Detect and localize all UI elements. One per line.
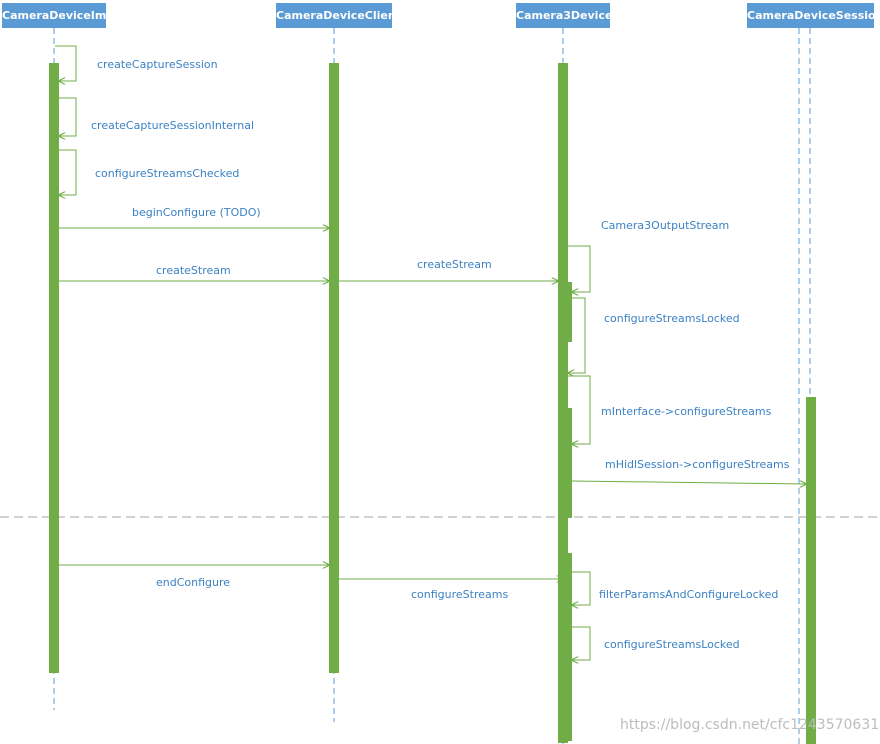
arrow-self-filter-params bbox=[572, 571, 591, 605]
watermark-text: https://blog.csdn.net/cfc1243570631 bbox=[620, 717, 880, 733]
activation-client bbox=[329, 63, 339, 673]
label-configure-streams-locked-1: configureStreamsLocked bbox=[604, 312, 740, 325]
label-end-configure: endConfigure bbox=[156, 576, 231, 589]
activation-device-nested-3 bbox=[563, 553, 572, 741]
label-minterface-configure-streams: mInterface->configureStreams bbox=[601, 405, 772, 418]
arrow-self-minterface-configure-streams bbox=[568, 375, 591, 444]
label-configure-streams-locked-2: configureStreamsLocked bbox=[604, 638, 740, 651]
arrow-self-configure-streams-checked bbox=[59, 149, 77, 195]
participant-camera-device-client: CameraDeviceClient bbox=[276, 3, 401, 28]
message-arrows bbox=[55, 45, 806, 660]
label-camera3-output-stream: Camera3OutputStream bbox=[601, 219, 730, 232]
arrow-self-configure-streams-locked-2 bbox=[572, 626, 591, 660]
label-configure-streams: configureStreams bbox=[411, 588, 509, 601]
activation-device-nested-1 bbox=[563, 282, 572, 342]
arrow-self-create-capture-session bbox=[55, 45, 77, 81]
label-begin-configure: beginConfigure (TODO) bbox=[132, 206, 261, 219]
arrow-self-create-capture-session-internal bbox=[59, 97, 77, 136]
participant-camera-device-impl: CameraDeviceImpl bbox=[2, 3, 118, 28]
label-create-stream-1: createStream bbox=[156, 264, 231, 277]
participant-camera3-device: Camera3Device bbox=[516, 3, 612, 28]
activation-device bbox=[558, 63, 568, 743]
participant-camera-device-session: CameraDeviceSession bbox=[747, 3, 880, 28]
label-create-capture-session-internal: createCaptureSessionInternal bbox=[91, 119, 255, 132]
label-configure-streams-checked: configureStreamsChecked bbox=[95, 167, 240, 180]
activation-device-nested-2 bbox=[563, 408, 572, 518]
arrow-self-configure-streams-locked-1 bbox=[568, 297, 586, 373]
activation-bars bbox=[49, 63, 816, 744]
lifelines bbox=[53, 28, 811, 744]
arrow-mhidl-session-configure-streams bbox=[571, 481, 806, 484]
label-mhidl-session-configure-streams: mHidlSession->configureStreams bbox=[605, 458, 790, 471]
activation-impl bbox=[49, 63, 59, 673]
label-filter-params-and-configure-locked: filterParamsAndConfigureLocked bbox=[599, 588, 779, 601]
activation-session bbox=[806, 397, 816, 744]
label-create-capture-session: createCaptureSession bbox=[97, 58, 218, 71]
arrow-self-camera3-output-stream bbox=[568, 245, 591, 292]
label-create-stream-2: createStream bbox=[417, 258, 492, 271]
